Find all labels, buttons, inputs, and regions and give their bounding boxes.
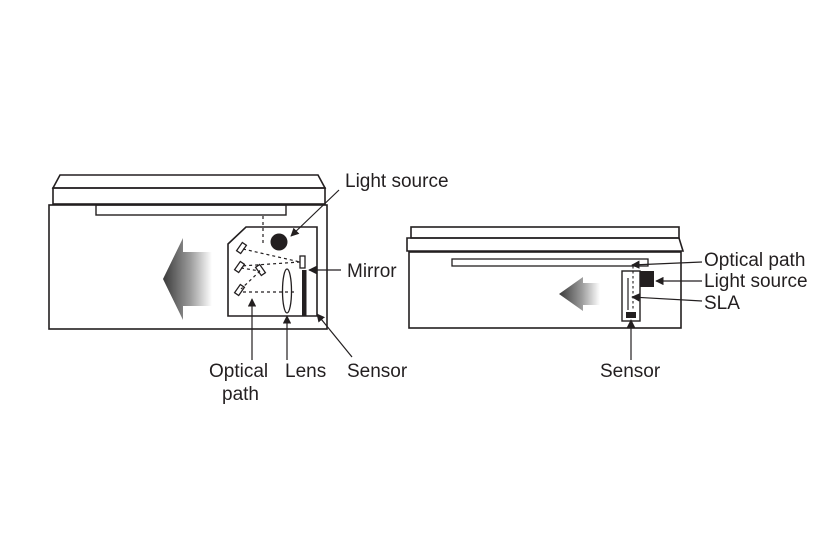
- optical-path-dashes: [240, 216, 301, 293]
- ccd-optical-module: [227, 216, 318, 317]
- light-source-icon: [270, 233, 288, 251]
- label-optical-path-line1: Optical: [209, 361, 268, 382]
- left-scanner: Light source Mirror Optical path Lens Se…: [48, 171, 449, 405]
- left-callout-lines: [247, 189, 353, 360]
- cis-sensor-icon: [626, 312, 636, 318]
- label-sensor-left: Sensor: [347, 361, 408, 382]
- scan-direction-arrow: [163, 238, 212, 320]
- label-lens: Lens: [285, 361, 326, 382]
- label-mirror: Mirror: [347, 261, 397, 282]
- right-scanner-glass: [451, 258, 649, 267]
- lens-icon: [281, 268, 293, 314]
- label-light-source-right: Light source: [704, 271, 808, 292]
- ccd-sensor-icon: [302, 270, 307, 316]
- right-scanner: Optical path Light source SLA Sensor: [406, 226, 808, 382]
- light-source-icon-right: [640, 271, 654, 287]
- cis-module: [621, 265, 654, 322]
- label-light-source: Light source: [345, 171, 449, 192]
- label-optical-path-line2: path: [222, 384, 259, 405]
- label-sla: SLA: [704, 293, 740, 314]
- left-scanner-lid: [51, 174, 327, 205]
- label-sensor-right: Sensor: [600, 361, 661, 382]
- right-scanner-body: [408, 251, 682, 329]
- label-optical-path-right: Optical path: [704, 250, 805, 271]
- right-scanner-lid: [406, 226, 685, 252]
- left-scanner-glass: [95, 204, 287, 216]
- mirror-icons: [233, 241, 306, 297]
- scan-direction-arrow-right: [559, 277, 600, 311]
- right-callout-lines: [626, 260, 703, 360]
